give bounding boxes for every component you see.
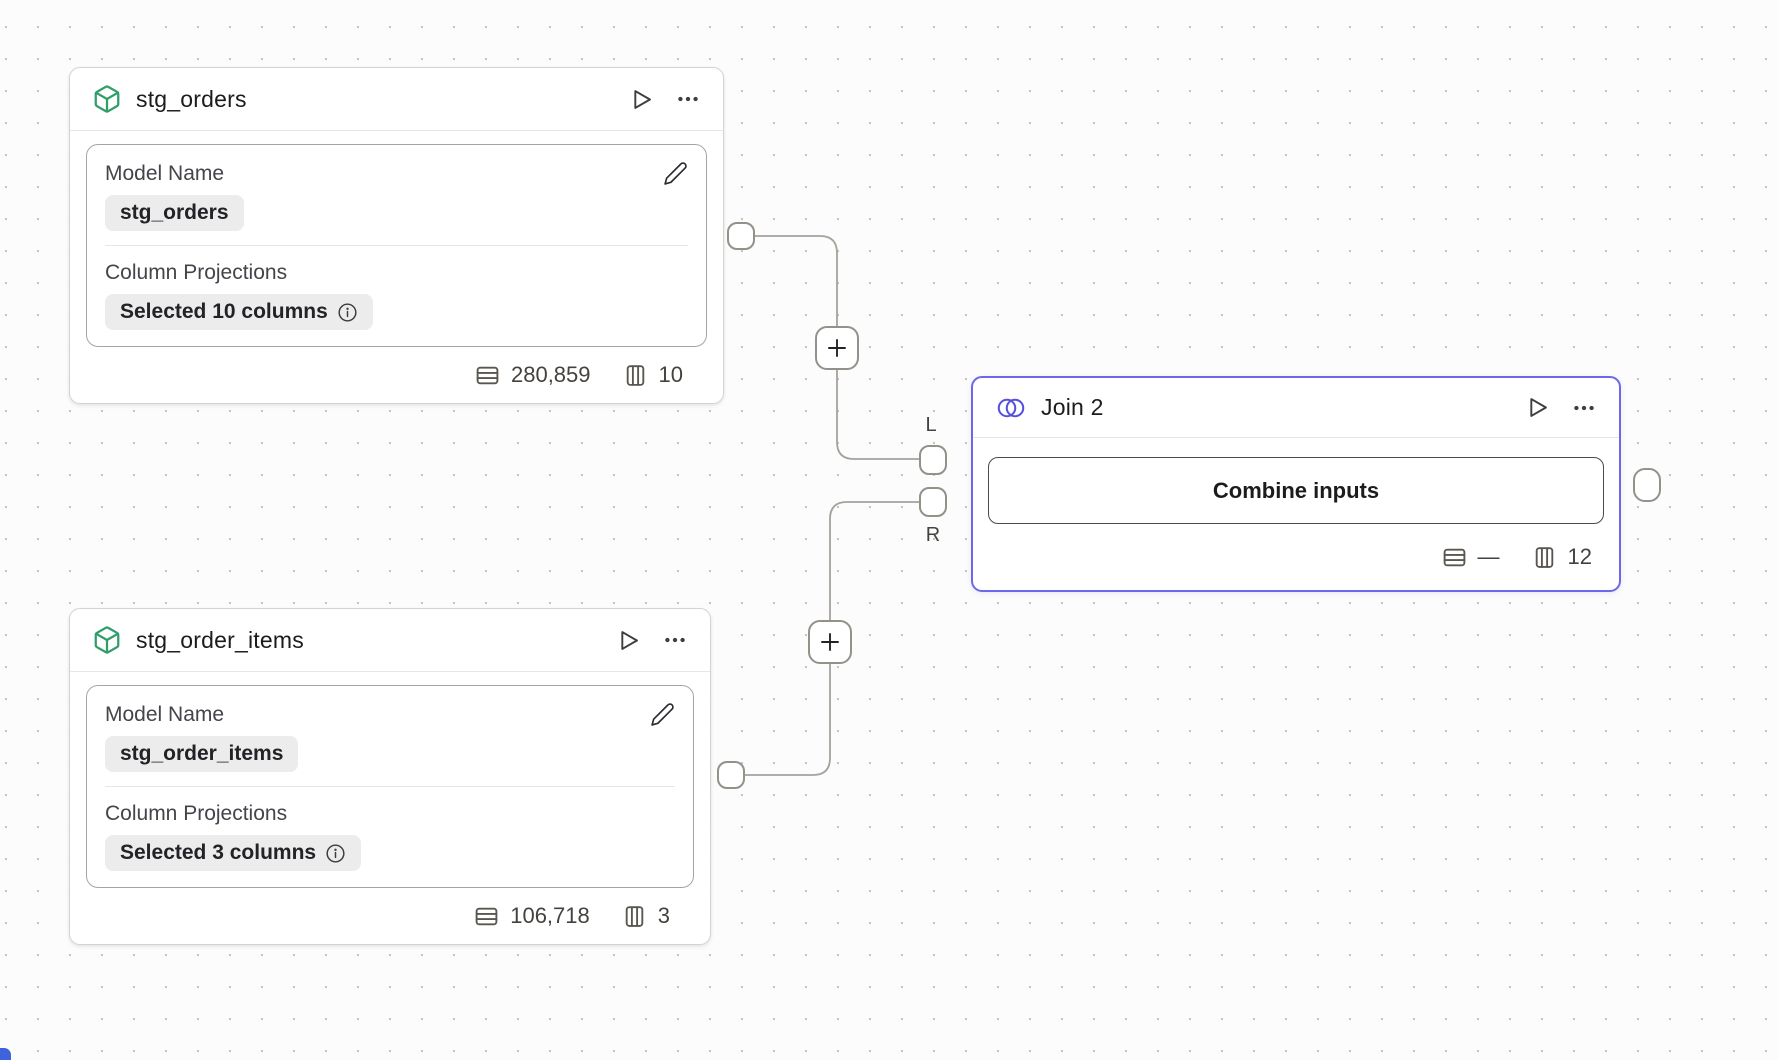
column-count-value: 12 — [1567, 544, 1592, 569]
row-count-icon — [476, 366, 499, 384]
column-projections-chip-text: Selected 3 columns — [120, 841, 317, 864]
add-step-button-top-edge[interactable] — [815, 326, 859, 370]
row-count-value: 280,859 — [510, 362, 591, 387]
run-node-icon[interactable] — [1524, 394, 1551, 421]
column-count-value: 10 — [658, 362, 683, 387]
input-port-join-right[interactable] — [919, 487, 947, 517]
card-divider — [105, 245, 688, 246]
column-projections-chip[interactable]: Selected 3 columns — [105, 835, 362, 871]
column-projections-label: Column Projections — [105, 802, 288, 825]
plus-icon — [828, 339, 846, 357]
model-name-chip-text: stg_order_items — [120, 742, 284, 765]
column-projections-chip[interactable]: Selected 10 columns — [105, 294, 373, 330]
node-menu-icon[interactable] — [662, 627, 688, 653]
model-config-card: Model Name stg_order_items Column Projec… — [86, 685, 694, 888]
card-divider — [105, 786, 675, 787]
info-icon[interactable] — [337, 302, 358, 323]
join-right-port-label: R — [925, 524, 941, 546]
plus-icon — [821, 633, 839, 651]
node-stg-order-items-body: Model Name stg_order_items Column Projec… — [70, 672, 710, 944]
edit-pencil-icon[interactable] — [663, 161, 688, 186]
add-step-button-bottom-edge[interactable] — [808, 620, 852, 664]
model-cube-icon — [92, 84, 122, 114]
row-count-value: 106,718 — [510, 903, 590, 928]
column-count-icon — [626, 364, 644, 386]
column-count-value: 3 — [657, 903, 670, 928]
output-port-join[interactable] — [1633, 468, 1661, 502]
node-title: Join 2 — [1041, 394, 1104, 420]
run-node-icon[interactable] — [628, 86, 655, 113]
model-config-card: Model Name stg_orders Column Projections… — [86, 144, 707, 347]
column-projections-label: Column Projections — [105, 261, 288, 284]
node-stg-orders[interactable]: stg_orders Model Name — [69, 67, 724, 404]
node-join-2[interactable]: Join 2 Combine inputs — — [971, 376, 1621, 592]
combine-inputs-button[interactable]: Combine inputs — [988, 457, 1604, 524]
model-name-chip-text: stg_orders — [120, 201, 229, 224]
node-stg-order-items[interactable]: stg_order_items Model Name — [69, 608, 711, 945]
row-count-icon — [1443, 548, 1465, 566]
node-title: stg_orders — [136, 85, 247, 112]
node-stg-order-items-header[interactable]: stg_order_items — [70, 609, 710, 672]
output-port-stg-orders[interactable] — [727, 222, 755, 250]
column-count-icon — [625, 905, 643, 927]
model-name-label: Model Name — [105, 162, 225, 185]
model-name-label: Model Name — [105, 703, 225, 726]
model-cube-icon — [92, 625, 122, 655]
node-stats: 280,859 10 — [86, 347, 707, 403]
node-stats: 106,718 3 — [86, 888, 694, 944]
node-join-2-body: Combine inputs — 12 — [973, 438, 1619, 590]
output-port-stg-order-items[interactable] — [717, 761, 745, 789]
canvas-corner-blue-element — [0, 1048, 11, 1060]
row-count-value: — — [1477, 544, 1500, 569]
join-left-port-label: L — [925, 414, 937, 436]
edit-pencil-icon[interactable] — [650, 702, 675, 727]
node-join-2-header[interactable]: Join 2 — [973, 378, 1619, 438]
input-port-join-left[interactable] — [919, 445, 947, 475]
join-venn-icon — [995, 395, 1027, 421]
column-projections-chip-text: Selected 10 columns — [120, 300, 328, 323]
run-node-icon[interactable] — [615, 627, 642, 654]
info-icon[interactable] — [325, 843, 346, 864]
node-stg-orders-header[interactable]: stg_orders — [70, 68, 723, 131]
node-menu-icon[interactable] — [1571, 395, 1597, 421]
model-name-chip: stg_orders — [105, 195, 244, 231]
column-count-icon — [1535, 546, 1553, 568]
node-stg-orders-body: Model Name stg_orders Column Projections… — [70, 131, 723, 403]
model-name-chip: stg_order_items — [105, 736, 299, 772]
node-stats: — 12 — [988, 524, 1604, 590]
node-title: stg_order_items — [136, 626, 304, 653]
row-count-icon — [475, 907, 498, 925]
node-menu-icon[interactable] — [675, 86, 701, 112]
